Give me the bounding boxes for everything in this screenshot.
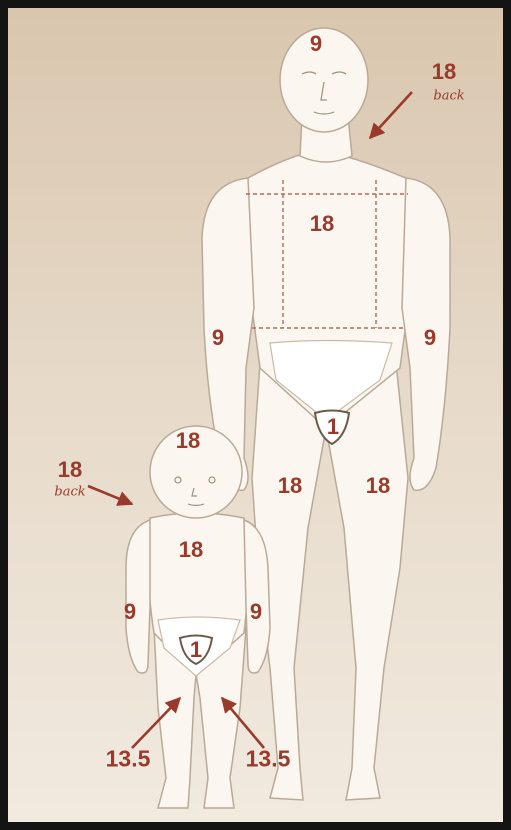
adult-back-label: 18 (432, 61, 456, 83)
adult-head (280, 28, 368, 132)
child-trunk-label: 18 (179, 539, 203, 561)
adult-left-arm-label: 9 (212, 327, 224, 349)
adult-left-leg-label: 18 (278, 475, 302, 497)
child-back-label: 18 (58, 459, 82, 481)
adult-right-leg-label: 18 (366, 475, 390, 497)
adult-right-arm-label: 9 (424, 327, 436, 349)
adult-trunk-label: 18 (310, 213, 334, 235)
adult-back-caption: back (433, 90, 464, 103)
adult-back-arrow (370, 92, 412, 138)
adult-perineum-label: 1 (327, 416, 339, 438)
child-back-arrow (88, 486, 132, 504)
child-right-leg-label: 13.5 (246, 748, 291, 771)
child-perineum-label: 1 (190, 639, 202, 661)
adult-head-label: 9 (310, 33, 322, 55)
child-back-caption: back (54, 486, 85, 499)
body-figures-illustration (8, 8, 503, 822)
child-right-arm-label: 9 (250, 601, 262, 623)
child-left-arm-label: 9 (124, 601, 136, 623)
child-left-leg-label: 13.5 (106, 748, 151, 771)
child-head-label: 18 (176, 430, 200, 452)
child-left-arm (126, 520, 150, 673)
